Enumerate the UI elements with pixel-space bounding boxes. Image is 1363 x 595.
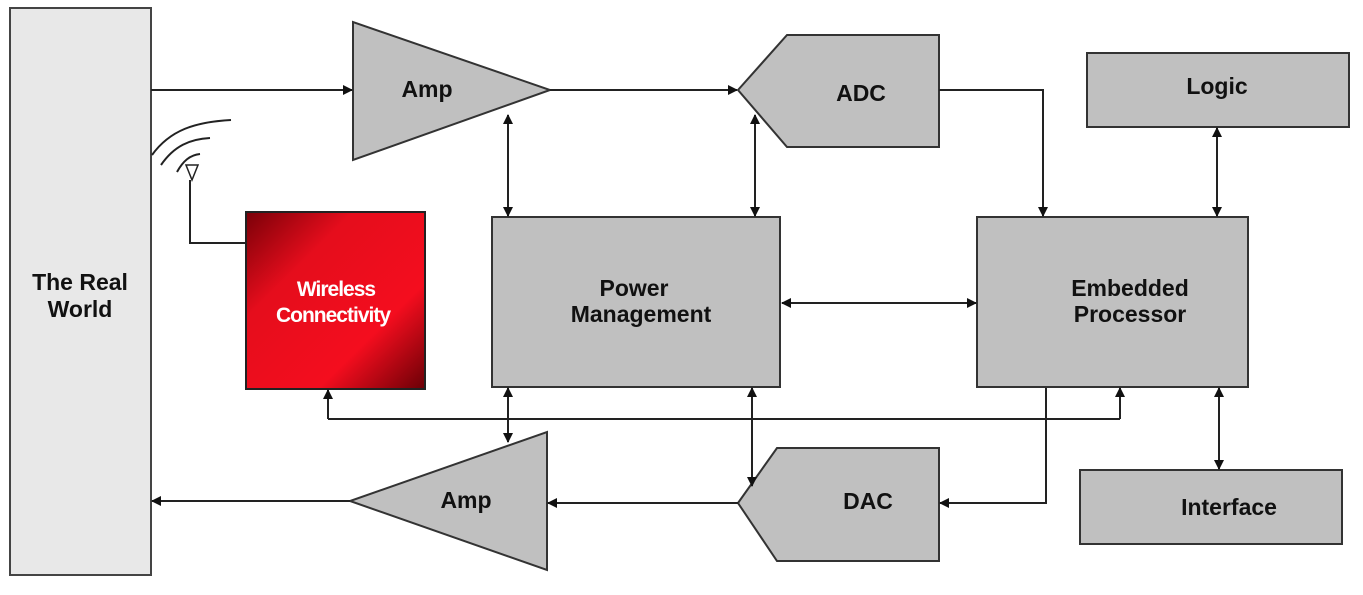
interface-label: Interface <box>1181 494 1277 520</box>
dac-label: DAC <box>843 488 893 514</box>
arrow-processor-to-dac <box>939 388 1047 508</box>
real-world-label-line2: World <box>48 296 113 322</box>
output-amp-block: Amp <box>346 430 548 572</box>
processor-label-line2: Processor <box>1074 301 1187 327</box>
output-amp-label: Amp <box>440 487 491 513</box>
adc-block: ADC <box>736 34 940 148</box>
real-world-block: The Real World <box>9 7 152 576</box>
power-label-line2: Management <box>571 301 712 327</box>
wireless-connectivity-block: Wireless Connectivity <box>245 211 426 390</box>
input-amp-label: Amp <box>401 76 452 102</box>
processor-label-line1: Embedded <box>1071 275 1189 301</box>
adc-label: ADC <box>836 80 886 106</box>
wireless-label-line1: Wireless <box>297 278 376 301</box>
antenna-icon <box>151 119 246 244</box>
arrow-adc-to-processor <box>939 89 1048 217</box>
power-label-line1: Power <box>599 275 668 301</box>
dac-block: DAC <box>736 447 940 562</box>
connections <box>151 85 1224 508</box>
interface-block: Interface <box>1079 469 1343 545</box>
embedded-processor-block: Embedded Processor <box>976 216 1249 388</box>
wireless-label-line2: Connectivity <box>276 304 391 327</box>
real-world-label-line1: The Real <box>32 269 128 295</box>
input-amp-block: Amp <box>352 20 554 162</box>
logic-label: Logic <box>1186 73 1248 99</box>
logic-block: Logic <box>1086 52 1350 128</box>
power-management-block: Power Management <box>491 216 781 388</box>
